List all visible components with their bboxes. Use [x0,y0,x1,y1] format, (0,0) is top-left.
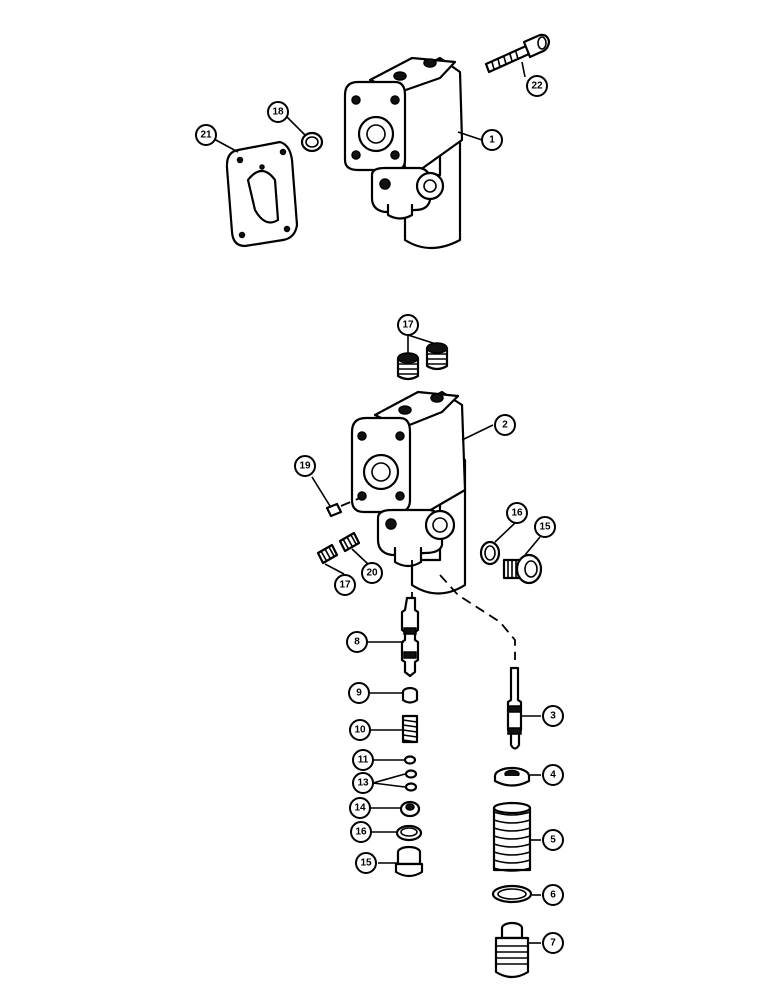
svg-text:16: 16 [355,827,367,838]
check-balls [403,755,418,792]
svg-text:20: 20 [366,568,378,579]
svg-text:11: 11 [358,755,369,766]
spring-retainer [493,766,531,787]
callout-21: 21 [195,124,217,146]
callout-15-lower: 15 [355,852,377,874]
svg-text:16: 16 [511,508,523,519]
o-ring-large [491,884,533,904]
callout-4: 4 [542,764,564,786]
plug-lower [394,845,424,878]
callout-17-lower: 17 [334,574,356,596]
check-seat [399,800,421,818]
valve-body-upper [343,56,464,250]
callout-5: 5 [542,829,564,851]
gasket-plate [225,140,299,248]
svg-text:8: 8 [354,637,360,648]
svg-text:19: 19 [299,461,311,472]
svg-text:13: 13 [357,778,369,789]
plug-pair-lower [316,531,361,565]
callout-18: 18 [267,101,289,123]
svg-text:21: 21 [200,130,212,141]
callout-22: 22 [526,75,548,97]
plug-pair-top [396,342,449,381]
callout-8: 8 [346,631,368,653]
callout-11: 11 [352,749,374,771]
svg-text:6: 6 [550,890,556,901]
callout-2: 2 [494,414,516,436]
svg-text:1: 1 [489,135,495,146]
o-ring-lower [395,824,423,842]
callout-7: 7 [542,932,564,954]
callout-13: 13 [352,772,374,794]
callout-15-right: 15 [534,516,556,538]
callout-14: 14 [349,797,371,819]
spring-cap [494,921,530,979]
callout-20: 20 [361,562,383,584]
o-ring-right [479,540,501,566]
o-ring-upper [300,131,324,153]
svg-text:7: 7 [550,938,556,949]
svg-text:18: 18 [272,107,284,118]
callout-16-lower: 16 [350,821,372,843]
spring-seat [401,686,419,704]
callout-3: 3 [542,705,564,727]
callout-1: 1 [481,129,503,151]
spring-small [401,714,419,744]
spring-large [492,801,532,872]
svg-text:17: 17 [339,580,351,591]
callout-9: 9 [348,682,370,704]
svg-text:4: 4 [550,770,556,781]
svg-text:10: 10 [354,725,366,736]
svg-text:3: 3 [550,711,556,722]
cap-screw [484,33,551,74]
callout-10: 10 [349,719,371,741]
callout-17-top: 17 [397,314,419,336]
callout-16-right: 16 [506,502,528,524]
roll-pin [325,497,361,518]
svg-text:14: 14 [354,803,366,814]
svg-text:5: 5 [550,835,556,846]
svg-text:17: 17 [402,320,414,331]
svg-text:22: 22 [531,81,543,92]
svg-text:9: 9 [356,688,362,699]
spool-valve-left [400,596,420,678]
callout-6: 6 [542,884,564,906]
leader-lines [213,61,541,944]
spool-valve-right [506,666,523,750]
svg-text:15: 15 [360,858,372,869]
svg-text:15: 15 [539,522,551,533]
svg-text:2: 2 [502,420,508,431]
callout-19: 19 [294,455,316,477]
plug-right [502,553,543,585]
valve-body-lower [350,390,467,595]
